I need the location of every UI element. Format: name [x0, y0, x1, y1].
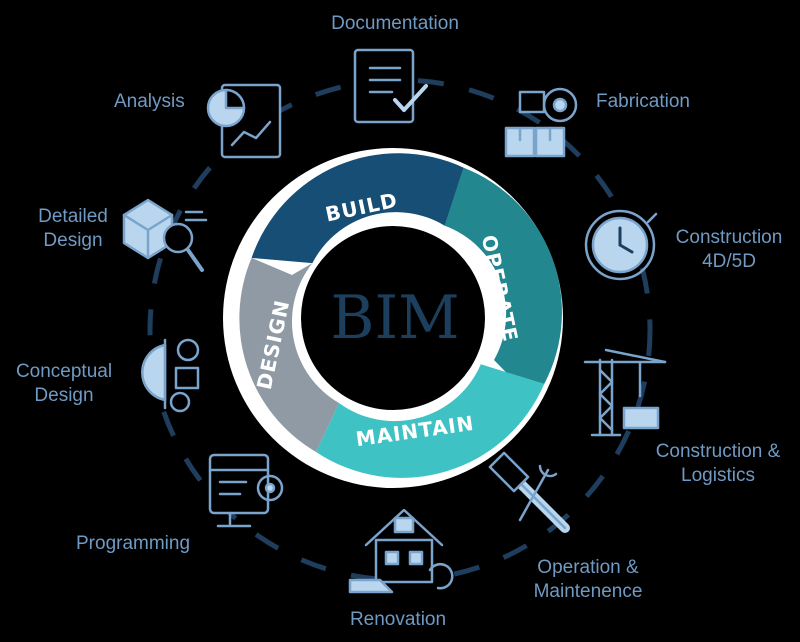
- label-detailed-design-line2: Design: [43, 230, 103, 251]
- idea-gear-icon: [141, 338, 200, 413]
- ring-segment-build: [251, 153, 488, 264]
- label-construction-logistics-line1: Construction &: [655, 441, 781, 462]
- label-analysis: Analysis: [114, 91, 185, 112]
- cube-search-icon: [122, 198, 208, 272]
- label-detailed-design: Detailed Design: [18, 205, 128, 253]
- house-repair-icon: [348, 508, 454, 594]
- label-conceptual-design: Conceptual Design: [2, 360, 126, 408]
- computer-code-icon: [208, 453, 284, 528]
- label-renovation: Renovation: [349, 609, 447, 630]
- label-construction-4d5d: Construction 4D/5D: [664, 226, 794, 274]
- clock-icon: [584, 209, 658, 281]
- document-check-icon: [353, 48, 428, 124]
- label-construction-4d5d-line2: 4D/5D: [702, 251, 756, 272]
- label-programming: Programming: [76, 533, 191, 554]
- hammer-wrench-icon: [488, 451, 570, 533]
- label-detailed-design-line1: Detailed: [38, 206, 108, 227]
- label-operation-maintenence-line2: Maintenence: [533, 581, 643, 602]
- factory-gear-icon: [504, 87, 578, 158]
- ring-segment-maintain: [316, 364, 545, 478]
- label-conceptual-design-line2: Design: [34, 385, 94, 406]
- label-construction-logistics: Construction & Logistics: [640, 440, 796, 488]
- ring-center: [301, 226, 485, 410]
- label-construction-logistics-line2: Logistics: [681, 465, 755, 486]
- label-operation-maintenence: Operation & Maintenence: [520, 556, 656, 604]
- label-conceptual-design-line1: Conceptual: [15, 361, 113, 382]
- label-documentation: Documentation: [331, 13, 459, 34]
- ring-segment-design: [239, 257, 339, 452]
- center-title: BIM: [330, 283, 459, 353]
- ring-segment-operate: [444, 167, 562, 400]
- label-fabrication: Fabrication: [596, 91, 690, 112]
- pie-chart-report-icon: [206, 83, 282, 159]
- crane-icon: [583, 348, 667, 437]
- dashed-orbit: [147, 77, 653, 583]
- label-operation-maintenence-line1: Operation &: [537, 557, 639, 578]
- label-construction-4d5d-line1: Construction: [675, 227, 783, 248]
